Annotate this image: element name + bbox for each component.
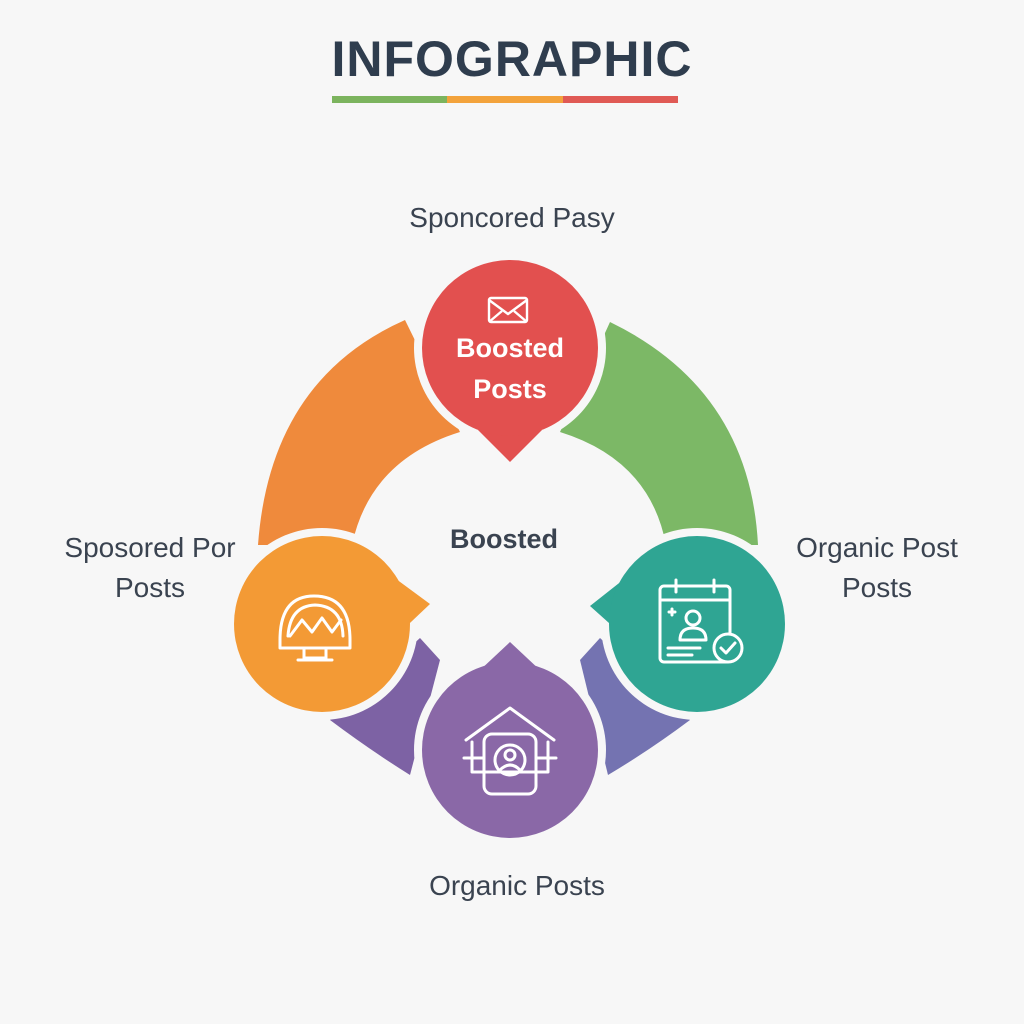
center-label: Boosted: [450, 524, 558, 554]
house-user-icon: [462, 706, 558, 796]
underline-orange: [447, 96, 563, 103]
label-top: Sponcored Pasy: [409, 202, 615, 233]
node-top-line1: Boosted: [456, 333, 564, 363]
arc-bottom-left: [330, 638, 440, 775]
label-right: Organic Post Posts: [796, 532, 958, 603]
underline-green: [332, 96, 448, 103]
arc-right: [560, 322, 758, 545]
envelope-icon: [487, 296, 529, 324]
arc-left: [258, 320, 460, 545]
title-underline: [332, 96, 678, 103]
calendar-check-icon: [658, 578, 744, 664]
page-title: INFOGRAPHIC: [331, 31, 693, 87]
label-left: Sposored Por Posts: [64, 532, 236, 603]
node-top: [414, 252, 606, 462]
node-top-line2: Posts: [473, 374, 547, 404]
label-bottom: Organic Posts: [429, 870, 605, 901]
underline-red: [562, 96, 678, 103]
node-left: [226, 528, 430, 720]
arc-bottom-right: [580, 638, 690, 775]
monitor-chart-icon: [278, 594, 352, 662]
